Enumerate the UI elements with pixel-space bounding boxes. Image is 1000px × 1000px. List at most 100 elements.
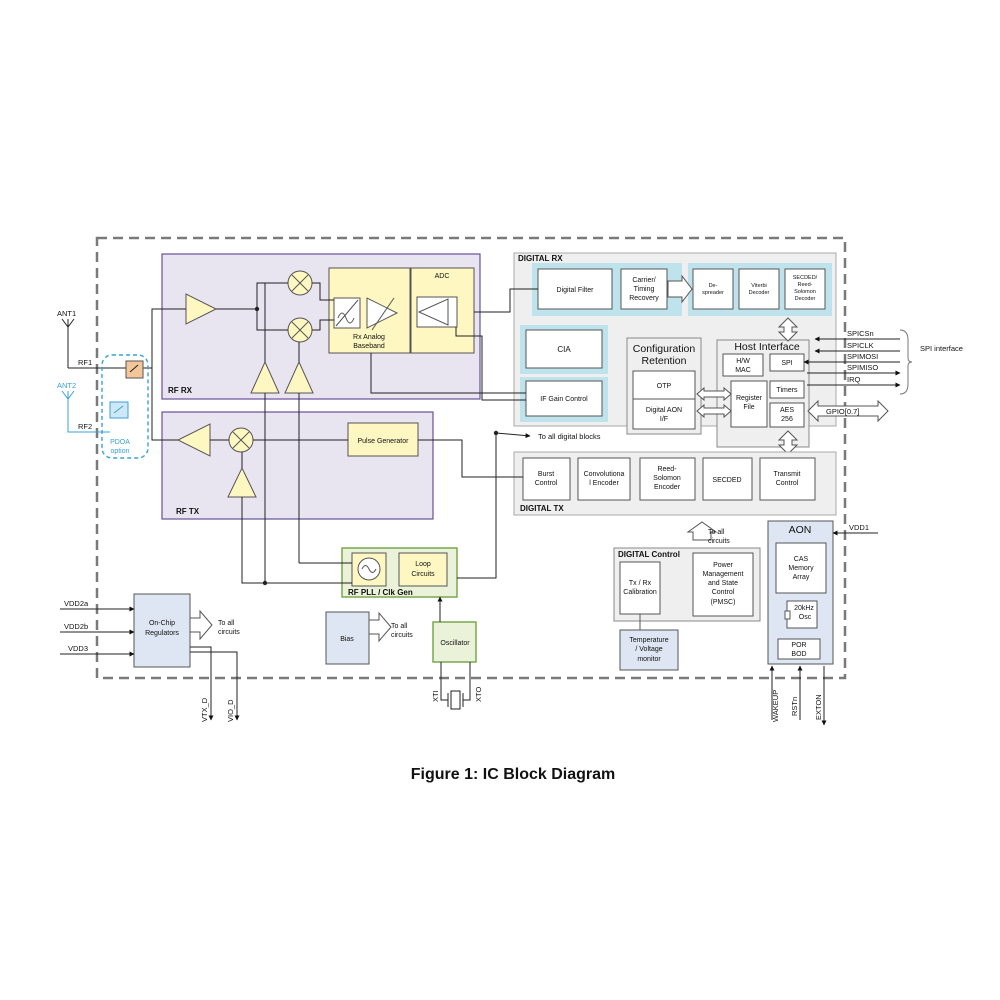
spimiso-pin-label: SPIMISO (847, 363, 878, 372)
temp-voltage-line2: / Voltage (635, 646, 662, 653)
aes-256-block (769, 402, 805, 428)
pulse-generator-block (347, 422, 419, 457)
otp-label: OTP (657, 383, 672, 390)
spicsn-pin-label: SPICSn (847, 329, 874, 338)
regulators-to-all-line1: To all (218, 620, 235, 627)
por-bod-block (777, 638, 821, 660)
rf-switch-pad (125, 360, 144, 379)
burst-control-block (522, 457, 571, 501)
rf-rx-label: RF RX (168, 386, 193, 395)
rf-rx-region: RF RX Rx Analog Baseband ADC (161, 253, 481, 400)
secded-rs-decoder-block (784, 268, 826, 310)
cia-label: CIA (557, 345, 571, 354)
figure-caption: Figure 1: IC Block Diagram (411, 766, 616, 783)
spi-interface-label: SPI interface (920, 344, 963, 353)
digital-filter-block (537, 268, 613, 310)
vga-amplifier-icon (366, 297, 399, 329)
crystal-icon (447, 690, 464, 710)
xto-pin-label: XTO (474, 687, 483, 702)
rf2-pin-label: RF2 (78, 422, 92, 431)
conv-encoder-block (577, 457, 631, 501)
rs-encoder-line1: Reed- (657, 466, 677, 473)
vdd2a-pin-label: VDD2a (64, 599, 89, 608)
digital-tx-label: DIGITAL TX (520, 504, 564, 513)
vdd1-pin-label: VDD1 (849, 523, 869, 532)
spi-label: SPI (781, 360, 792, 367)
pmsc-to-all-circuits-line2: circuits (708, 538, 730, 545)
por-bod-line2: BOD (791, 651, 806, 658)
timers-label: Timers (776, 387, 798, 394)
gpio-pin-label: GPIO[0.7] (826, 407, 859, 416)
pdoa-switch-icon (113, 405, 124, 414)
ant2-pin-label: ANT2 (57, 381, 76, 390)
secded-rs-decoder-line3: Solomon (794, 289, 816, 295)
osc-20khz-line2: Osc (799, 614, 812, 621)
aon-region: AON CAS Memory Array 20kHz Osc POR BOD (767, 520, 834, 665)
cas-memory-line1: CAS (794, 556, 809, 563)
rf-pll-label: RF PLL / Clk Gen (348, 588, 413, 597)
pmsc-to-all-circuits-line1: To all (708, 529, 725, 536)
digital-aon-if-line2: I/F (660, 416, 668, 423)
osc-20khz-line1: 20kHz (794, 605, 814, 612)
antenna-1-icon (61, 318, 75, 328)
regulators-line2: Regulators (145, 630, 179, 637)
burst-control-line2: Control (535, 480, 558, 487)
regulators-line1: On-Chip (149, 620, 175, 627)
por-bod-line1: POR (791, 642, 806, 649)
register-file-block (730, 380, 768, 428)
transmit-control-line2: Control (776, 480, 799, 487)
txrx-calibration-line1: Tx / Rx (629, 580, 652, 587)
conv-encoder-line2: l Encoder (589, 480, 619, 487)
spimosi-pin-label: SPIMOSI (847, 352, 878, 361)
pmsc-to-all-circuits-arrow-icon (686, 521, 718, 541)
spiclk-pin-label: SPICLK (847, 341, 874, 350)
bus-arrow-aon-regfile-icon (696, 403, 732, 419)
antenna-2-icon (61, 390, 75, 400)
otp-block (632, 370, 696, 400)
carrier-timing-line1: Carrier/ (632, 277, 655, 284)
hw-mac-line1: H/W (736, 358, 750, 365)
rx-mixer-q-icon (287, 317, 313, 343)
bias-to-all-circuits-arrow-icon (368, 611, 392, 643)
cas-memory-line3: Array (793, 574, 810, 581)
irq-pin-label: IRQ (847, 375, 861, 384)
digital-tx-region: DIGITAL TX Burst Control Convolutiona l … (513, 451, 837, 516)
config-retention-line1: Configuration (633, 343, 696, 355)
temperature-voltage-monitor-block (619, 629, 679, 671)
secded-label: SECDED (712, 477, 741, 484)
xti-pin-label: XTI (431, 690, 440, 702)
despreader-line2: spreader (702, 290, 724, 296)
despreader-line1: De- (709, 283, 718, 289)
loop-circuits-block (398, 552, 448, 587)
viterbi-line2: Decoder (749, 290, 770, 296)
rf-pll-region: Loop Circuits RF PLL / Clk Gen (341, 547, 458, 598)
hw-mac-block (722, 353, 764, 377)
secded-block (702, 457, 753, 501)
pdoa-option-line2: option (110, 448, 129, 455)
pmsc-line4: Control (712, 589, 735, 596)
txrx-calibration-block (619, 561, 661, 615)
digital-filter-label: Digital Filter (557, 287, 595, 294)
burst-control-line1: Burst (538, 471, 554, 478)
vtx-d-pin-label: VTX_D (200, 697, 209, 722)
digital-control-label: DIGITAL Control (618, 550, 680, 559)
cia-block (525, 329, 603, 369)
temp-voltage-line1: Temperature (629, 637, 668, 644)
timers-block (769, 380, 805, 399)
adc-converter-icon (417, 298, 449, 326)
pulse-generator-label: Pulse Generator (358, 438, 410, 445)
secded-rs-decoder-line4: Decoder (795, 296, 816, 302)
carrier-timing-line2: Timing (634, 286, 655, 293)
adc-label: ADC (435, 273, 450, 280)
host-interface-region: Host Interface H/W MAC SPI Register File… (716, 339, 810, 448)
rs-encoder-line3: Encoder (654, 484, 681, 491)
rf1-pin-label: RF1 (78, 358, 92, 367)
loop-circuits-line1: Loop (415, 561, 431, 568)
pdoa-option-group: PDOA option (101, 354, 149, 459)
register-file-line1: Register (736, 395, 763, 402)
rs-encoder-line2: Solomon (653, 475, 681, 482)
carrier-timing-line3: Recovery (629, 295, 659, 302)
carrier-timing-block (620, 268, 668, 310)
txrx-calibration-line2: Calibration (623, 589, 657, 596)
